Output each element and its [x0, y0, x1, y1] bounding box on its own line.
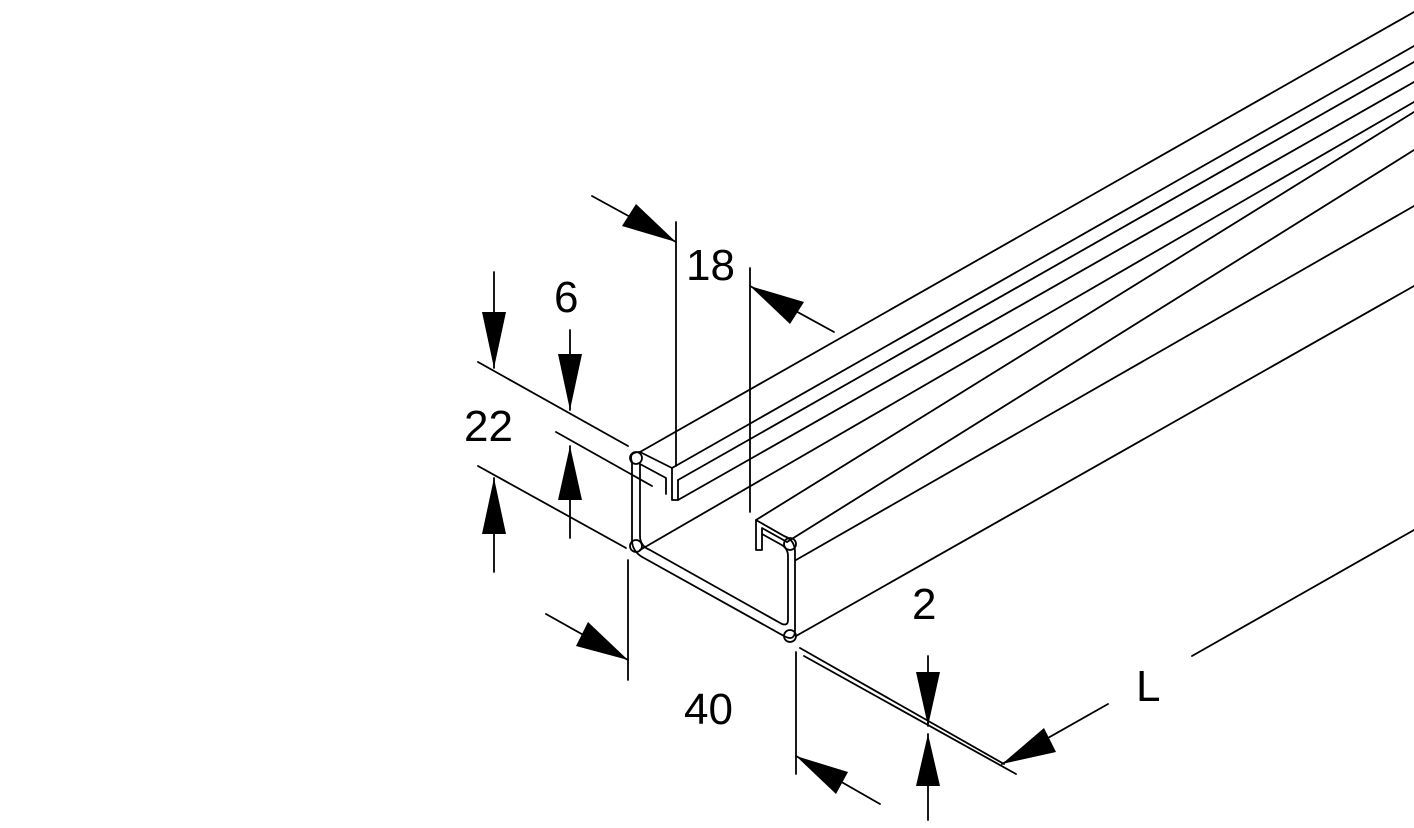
dim-label-22: 22: [464, 402, 513, 451]
arrow-6-bottom: [558, 446, 582, 500]
dim-label-2: 2: [912, 580, 937, 629]
arrow-L-left: [1002, 728, 1056, 764]
arrow-2-top: [916, 672, 940, 726]
arrow-22-bottom: [482, 478, 506, 534]
arrow-18-left: [622, 204, 676, 242]
arrow-22-top: [482, 312, 506, 368]
dim-label-6: 6: [554, 273, 579, 322]
arrow-40-right: [796, 756, 848, 794]
dim-2-and-L-lines: [799, 529, 1414, 821]
dim-label-40: 40: [684, 685, 733, 734]
channel-long-edges: [639, 11, 1414, 637]
dim-label-18: 18: [686, 241, 735, 290]
arrow-6-top: [558, 354, 582, 410]
arrow-2-bottom: [916, 734, 940, 786]
arrow-18-right: [750, 286, 804, 324]
dim-label-L: L: [1136, 662, 1161, 711]
arrow-40-left: [576, 622, 628, 660]
profile-cross-section: [629, 451, 797, 643]
dimension-arrowheads: [482, 204, 1056, 794]
